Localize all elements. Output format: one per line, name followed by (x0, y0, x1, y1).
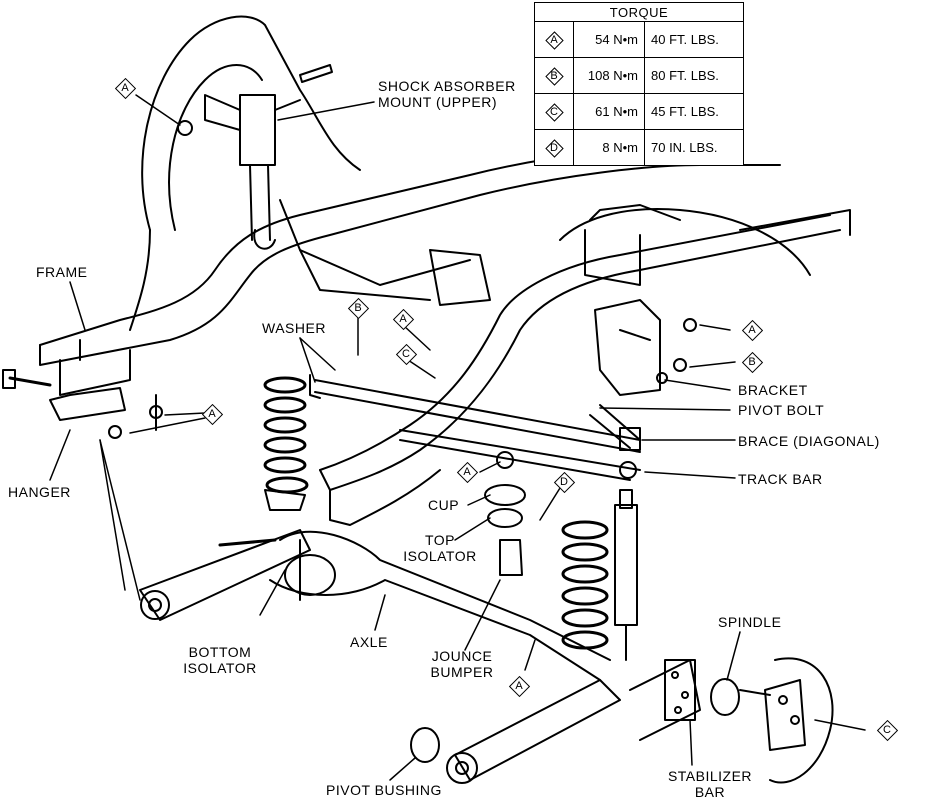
label-cup: CUP (428, 497, 460, 513)
label-spindle: SPINDLE (718, 614, 782, 630)
label-bracket: BRACKET (738, 382, 808, 398)
torque-title: TORQUE (534, 2, 744, 22)
label-frame: FRAME (36, 264, 88, 280)
torque-letter: C (545, 103, 563, 121)
torque-nm: 61 N•m (573, 93, 645, 130)
torque-callout: D (554, 472, 574, 492)
torque-row: A 54 N•m 40 FT. LBS. (534, 21, 744, 58)
label-axle: AXLE (350, 634, 388, 650)
torque-callout: B (742, 352, 762, 372)
label-track-bar: TRACK BAR (738, 471, 823, 487)
torque-callout: A (202, 404, 222, 424)
torque-row: D 8 N•m 70 IN. LBS. (534, 129, 744, 166)
label-shock-absorber-mount: SHOCK ABSORBER MOUNT (UPPER) (378, 78, 516, 110)
label-jounce-bumper: JOUNCE BUMPER (430, 648, 494, 680)
torque-ft: 45 FT. LBS. (644, 93, 744, 130)
torque-ft: 80 FT. LBS. (644, 57, 744, 94)
torque-callout: B (348, 298, 368, 318)
torque-table: TORQUE A 54 N•m 40 FT. LBS. B 108 N•m 80… (534, 2, 744, 166)
label-hanger: HANGER (8, 484, 71, 500)
label-top-isolator: TOP ISOLATOR (403, 532, 477, 564)
torque-row: C 61 N•m 45 FT. LBS. (534, 93, 744, 130)
torque-nm: 54 N•m (573, 21, 645, 58)
torque-callout: C (396, 344, 416, 364)
torque-callout: A (457, 462, 477, 482)
torque-row: B 108 N•m 80 FT. LBS. (534, 57, 744, 94)
torque-callout: A (115, 78, 135, 98)
torque-letter: A (545, 31, 563, 49)
label-pivot-bushing: PIVOT BUSHING (326, 782, 442, 798)
label-bottom-isolator: BOTTOM ISOLATOR (183, 644, 257, 676)
label-brace-diagonal: BRACE (DIAGONAL) (738, 433, 880, 449)
torque-letter: D (545, 139, 563, 157)
label-stabilizer-bar: STABILIZER BAR (667, 768, 753, 800)
torque-ft: 70 IN. LBS. (644, 129, 744, 166)
torque-letter: B (545, 67, 563, 85)
torque-callout: A (742, 320, 762, 340)
torque-callout: C (877, 720, 897, 740)
label-pivot-bolt: PIVOT BOLT (738, 402, 825, 418)
torque-callout: A (393, 309, 413, 329)
torque-ft: 40 FT. LBS. (644, 21, 744, 58)
label-washer: WASHER (262, 320, 326, 336)
torque-callout: A (509, 676, 529, 696)
torque-nm: 8 N•m (573, 129, 645, 166)
torque-nm: 108 N•m (573, 57, 645, 94)
